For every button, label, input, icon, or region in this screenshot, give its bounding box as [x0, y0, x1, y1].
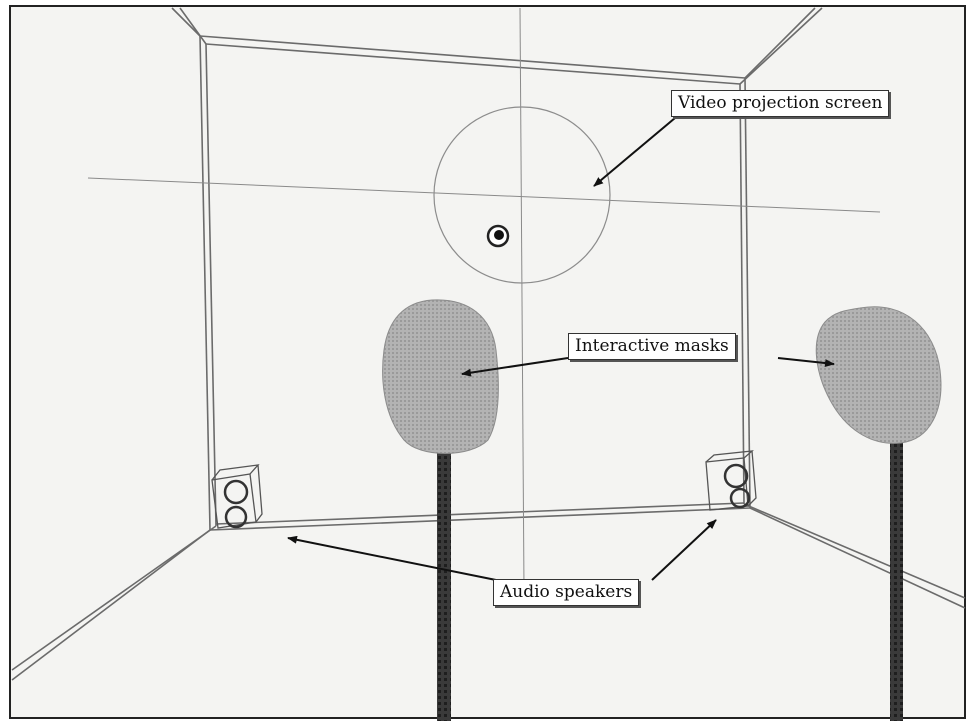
floor-right-edge: [749, 507, 966, 609]
horizontal-guide: [87, 177, 881, 213]
arrow-to-right-mask: [777, 357, 835, 368]
right-mask: [815, 306, 942, 444]
ceiling-right-edge: [744, 7, 816, 79]
label-interactive-masks: Interactive masks: [568, 333, 736, 360]
back-wall-left-edge: [199, 35, 211, 531]
arrow-to-right-speaker: [651, 519, 717, 581]
left-mask-pole: [437, 440, 451, 721]
room-wireframe: [11, 7, 966, 681]
label-audio-speakers: Audio speakers: [493, 579, 640, 606]
back-wall-top-edge: [199, 35, 746, 79]
back-wall-bottom-edge: [209, 507, 751, 531]
callout-arrows: [287, 117, 835, 581]
floor-left-edge: [11, 529, 211, 681]
back-wall-right-edge: [744, 77, 751, 509]
left-speaker: [211, 464, 263, 529]
label-video-projection-screen: Video projection screen: [671, 90, 890, 117]
arrow-to-left-speaker: [287, 535, 497, 581]
right-speaker: [705, 450, 757, 511]
vertical-guide: [519, 7, 525, 591]
ceiling-left-edge: [171, 7, 201, 37]
right-mask-pole: [890, 430, 903, 721]
camera-lens: [486, 224, 510, 248]
arrow-to-left-mask: [461, 357, 569, 377]
arrow-to-screen: [593, 117, 676, 187]
projection-screen-circle: [433, 106, 611, 284]
left-mask: [382, 299, 499, 454]
crosshair-guides: [87, 7, 881, 591]
